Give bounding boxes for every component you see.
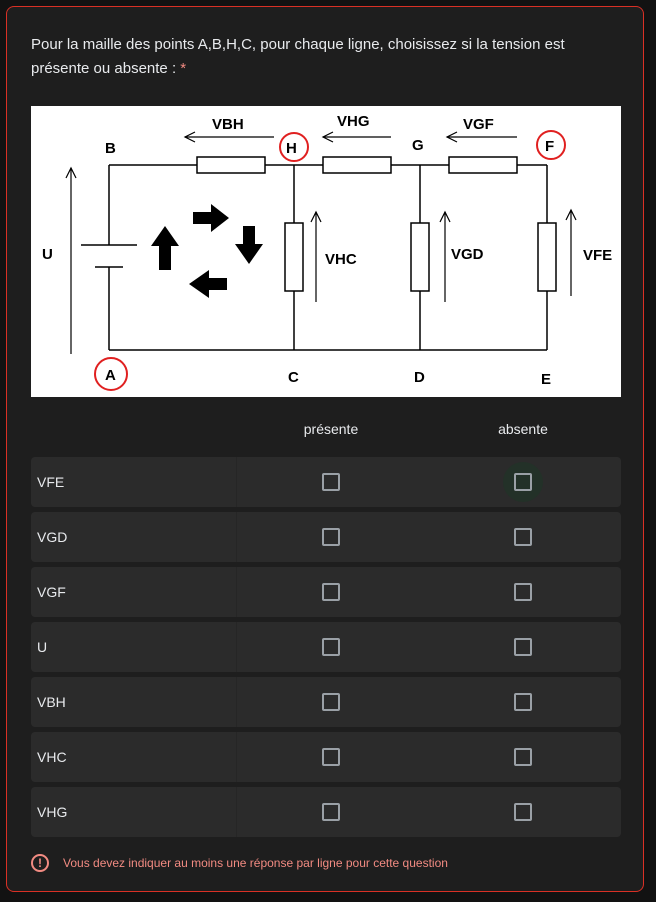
checkbox-u-presente-wrap bbox=[311, 627, 351, 667]
question-title: Pour la maille des points A,B,H,C, pour … bbox=[31, 33, 621, 81]
grid-row-vhg: VHG bbox=[31, 787, 621, 837]
voltage-vgf-label: VGF bbox=[463, 116, 494, 133]
grid-row-vfe: VFE bbox=[31, 457, 621, 507]
voltage-u-label: U bbox=[42, 246, 53, 263]
checkbox-vbh-absente-wrap bbox=[503, 682, 543, 722]
voltage-vhc-label: VHC bbox=[325, 251, 357, 268]
resistor-fe bbox=[537, 222, 557, 292]
checkbox-vbh-absente[interactable] bbox=[514, 693, 532, 711]
node-f-circle bbox=[536, 130, 566, 160]
voltage-vfe-label: VFE bbox=[583, 247, 612, 264]
arrow-vgd-icon bbox=[439, 210, 451, 302]
row-label: VHC bbox=[37, 749, 67, 765]
row-label: VFE bbox=[37, 474, 65, 490]
row-label: VGF bbox=[37, 584, 66, 600]
error-icon: ! bbox=[31, 854, 49, 872]
checkbox-vgf-absente-wrap bbox=[503, 572, 543, 612]
checkbox-vhg-absente[interactable] bbox=[514, 803, 532, 821]
grid-row-u: U bbox=[31, 622, 621, 672]
grid-row-vhc: VHC bbox=[31, 732, 621, 782]
column-header-absente: absente bbox=[498, 421, 548, 437]
mesh-direction-arrows-icon bbox=[151, 204, 263, 298]
checkbox-vfe-absente[interactable] bbox=[514, 473, 532, 491]
resistor-hc bbox=[284, 222, 304, 292]
voltage-vhg-label: VHG bbox=[337, 113, 370, 130]
arrow-vgf-icon bbox=[445, 131, 517, 143]
checkbox-vgf-presente-wrap bbox=[311, 572, 351, 612]
voltage-vbh-label: VBH bbox=[212, 116, 244, 133]
node-e-label: E bbox=[541, 371, 551, 388]
validation-error: ! Vous devez indiquer au moins une répon… bbox=[31, 852, 448, 874]
node-a-circle bbox=[94, 357, 128, 391]
node-a-label: A bbox=[105, 367, 116, 384]
row-divider bbox=[236, 677, 237, 727]
row-divider bbox=[236, 732, 237, 782]
row-label: VGD bbox=[37, 529, 68, 545]
question-text: Pour la maille des points A,B,H,C, pour … bbox=[31, 36, 565, 77]
row-divider bbox=[236, 787, 237, 837]
checkbox-vgd-presente[interactable] bbox=[322, 528, 340, 546]
checkbox-vfe-absente-wrap bbox=[503, 462, 543, 502]
checkbox-vbh-presente-wrap bbox=[311, 682, 351, 722]
row-divider bbox=[236, 622, 237, 672]
battery-symbol bbox=[81, 244, 137, 268]
checkbox-vfe-presente[interactable] bbox=[322, 473, 340, 491]
resistor-gf bbox=[448, 156, 518, 174]
node-d-label: D bbox=[414, 369, 425, 386]
checkbox-vhc-presente-wrap bbox=[311, 737, 351, 777]
checkbox-vgd-presente-wrap bbox=[311, 517, 351, 557]
column-header-presente: présente bbox=[303, 421, 359, 437]
checkbox-vhg-presente[interactable] bbox=[322, 803, 340, 821]
checkbox-vhg-absente-wrap bbox=[503, 792, 543, 832]
voltage-vgd-label: VGD bbox=[451, 246, 484, 263]
checkbox-vbh-presente[interactable] bbox=[322, 693, 340, 711]
arrow-vhg-icon bbox=[321, 131, 391, 143]
arrow-u-icon bbox=[65, 166, 77, 354]
checkbox-vhc-absente[interactable] bbox=[514, 748, 532, 766]
checkbox-vgd-absente-wrap bbox=[503, 517, 543, 557]
node-h-label: H bbox=[286, 140, 297, 157]
checkbox-vgd-absente[interactable] bbox=[514, 528, 532, 546]
row-divider bbox=[236, 457, 237, 507]
required-marker: * bbox=[180, 60, 187, 77]
circuit-wires bbox=[108, 164, 548, 351]
row-label: U bbox=[37, 639, 48, 655]
node-f-label: F bbox=[545, 138, 554, 155]
checkbox-vhc-presente[interactable] bbox=[322, 748, 340, 766]
checkbox-vfe-presente-wrap bbox=[311, 462, 351, 502]
row-label: VBH bbox=[37, 694, 66, 710]
node-c-label: C bbox=[288, 369, 299, 386]
resistor-hg bbox=[322, 156, 392, 174]
grid-row-vgd: VGD bbox=[31, 512, 621, 562]
checkbox-vhg-presente-wrap bbox=[311, 792, 351, 832]
checkbox-vgf-absente[interactable] bbox=[514, 583, 532, 601]
node-b-label: B bbox=[105, 140, 116, 157]
row-divider bbox=[236, 567, 237, 617]
error-message: Vous devez indiquer au moins une réponse… bbox=[63, 856, 448, 870]
grid-row-vbh: VBH bbox=[31, 677, 621, 727]
checkbox-vgf-presente[interactable] bbox=[322, 583, 340, 601]
resistor-bh bbox=[196, 156, 266, 174]
question-card: Pour la maille des points A,B,H,C, pour … bbox=[6, 6, 644, 892]
checkbox-u-absente[interactable] bbox=[514, 638, 532, 656]
checkbox-u-presente[interactable] bbox=[322, 638, 340, 656]
node-h-circle bbox=[279, 132, 309, 162]
answer-grid: VFE VGD VGF U VBH bbox=[31, 457, 621, 842]
circuit-diagram: B H G F A C D E U VBH VHG VGF VHC VGD VF… bbox=[31, 106, 621, 397]
resistor-gd bbox=[410, 222, 430, 292]
node-g-label: G bbox=[412, 137, 424, 154]
row-divider bbox=[236, 512, 237, 562]
grid-row-vgf: VGF bbox=[31, 567, 621, 617]
arrow-vfe-icon bbox=[565, 208, 577, 296]
row-label: VHG bbox=[37, 804, 68, 820]
checkbox-vhc-absente-wrap bbox=[503, 737, 543, 777]
arrow-vbh-icon bbox=[183, 131, 274, 143]
checkbox-u-absente-wrap bbox=[503, 627, 543, 667]
arrow-vhc-icon bbox=[310, 210, 322, 302]
